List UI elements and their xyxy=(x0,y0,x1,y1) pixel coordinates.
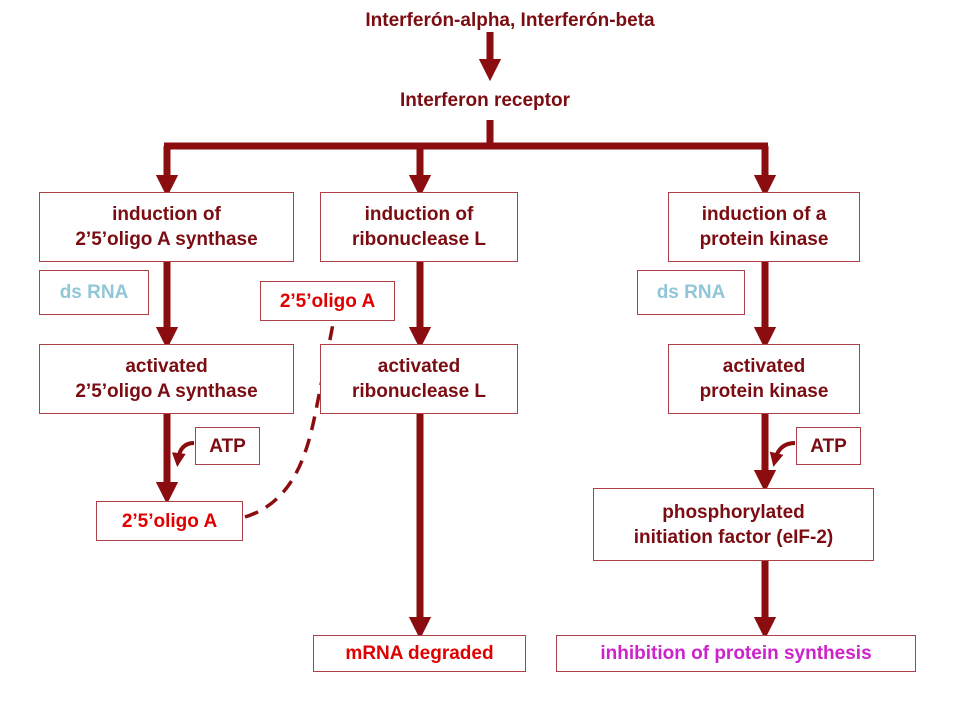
mrna-degraded-box: mRNA degraded xyxy=(313,635,526,672)
left-activated-label: activated 2’5’oligo A synthase xyxy=(75,356,258,402)
phosphorylated-eif2-label: phosphorylated initiation factor (eIF-2) xyxy=(633,501,834,548)
middle-oligo-label: 2’5’oligo A xyxy=(279,290,376,312)
middle-induction-box: induction of ribonuclease L xyxy=(320,192,518,262)
right-ds-rna-box: ds RNA xyxy=(637,270,745,315)
arrow-right-atp xyxy=(769,441,796,467)
left-induction-label: induction of 2’5’oligo A synthase xyxy=(75,204,258,250)
right-induction-label: induction of a protein kinase xyxy=(699,204,829,250)
dashed-feedback-arrow xyxy=(244,301,342,519)
left-activated-box: activated 2’5’oligo A synthase xyxy=(39,344,294,414)
title-interferons: Interferón-alpha, Interferón-beta xyxy=(365,10,655,31)
right-ds-rna-label: ds RNA xyxy=(656,282,726,303)
left-ds-rna-box: ds RNA xyxy=(39,270,149,315)
middle-oligo-box: 2’5’oligo A xyxy=(260,281,395,321)
left-atp-label: ATP xyxy=(209,435,246,457)
inhibition-protein-synthesis-box: inhibition of protein synthesis xyxy=(556,635,916,672)
left-atp-box: ATP xyxy=(195,427,260,465)
interferon-receptor-label: Interferon receptor xyxy=(400,90,570,111)
left-induction-box: induction of 2’5’oligo A synthase xyxy=(39,192,294,262)
middle-activated-label: activated ribonuclease L xyxy=(351,356,487,402)
inhibition-protein-synthesis-label: inhibition of protein synthesis xyxy=(600,643,872,664)
left-ds-rna-label: ds RNA xyxy=(59,282,129,303)
left-oligo-product-box: 2’5’oligo A xyxy=(96,501,243,541)
arrow-left-atp xyxy=(171,441,195,467)
right-atp-box: ATP xyxy=(796,427,861,465)
right-activated-box: activated protein kinase xyxy=(668,344,860,414)
phosphorylated-eif2-box: phosphorylated initiation factor (eIF-2) xyxy=(593,488,874,561)
mrna-degraded-label: mRNA degraded xyxy=(345,643,494,664)
middle-induction-label: induction of ribonuclease L xyxy=(351,204,487,250)
right-activated-label: activated protein kinase xyxy=(699,356,829,402)
left-oligo-product-label: 2’5’oligo A xyxy=(121,510,218,532)
middle-activated-box: activated ribonuclease L xyxy=(320,344,518,414)
right-atp-label: ATP xyxy=(810,435,847,457)
right-induction-box: induction of a protein kinase xyxy=(668,192,860,262)
